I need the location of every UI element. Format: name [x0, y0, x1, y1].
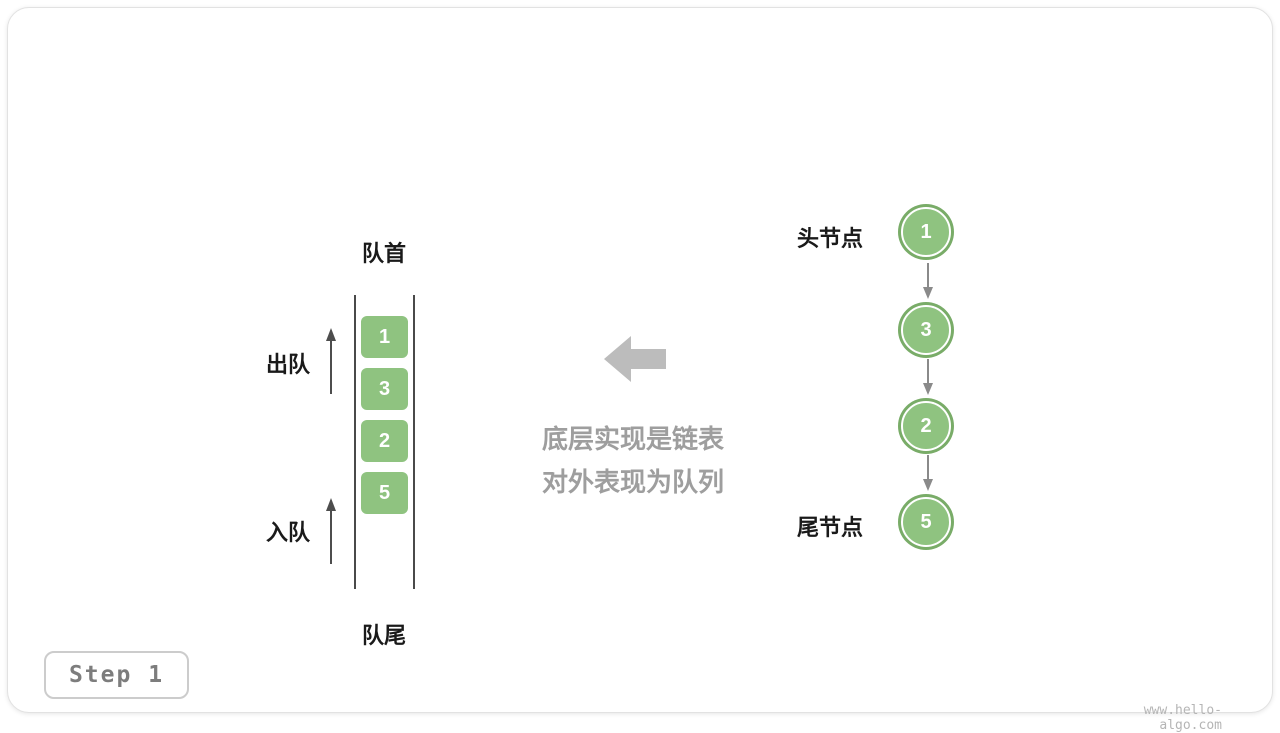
step-badge: Step 1: [44, 651, 189, 699]
queue-item-2: 3: [361, 368, 408, 410]
dequeue-label: 出队: [266, 352, 311, 377]
dequeue-up-arrow-icon: [326, 328, 336, 394]
head-node-label: 头节点: [797, 226, 864, 251]
caption: 底层实现是链表 对外表现为队列: [488, 418, 778, 504]
diagram-card: 队首 1 3 2 5 出队 入队 队尾 底层实现是链表 对外表现为队列 头节点 …: [7, 7, 1273, 733]
link-down-arrow-icon: [923, 455, 933, 491]
left-arrow-icon: [604, 336, 666, 382]
tail-node-label: 尾节点: [797, 515, 864, 540]
watermark: www.hello-algo.com: [1143, 703, 1222, 733]
queue-right-wall: [413, 295, 415, 589]
queue-rear-label: 队尾: [361, 623, 406, 648]
queue-front-label: 队首: [361, 241, 406, 266]
list-node-1: 1: [901, 207, 951, 257]
caption-line2: 对外表现为队列: [541, 467, 724, 497]
queue-item-1: 1: [361, 316, 408, 358]
list-node-4: 5: [901, 497, 951, 547]
link-down-arrow-icon: [923, 263, 933, 299]
caption-line1: 底层实现是链表: [541, 424, 724, 454]
list-node-2: 3: [901, 305, 951, 355]
list-node-3: 2: [901, 401, 951, 451]
queue-left-wall: [354, 295, 356, 589]
enqueue-label: 入队: [266, 520, 311, 545]
link-down-arrow-icon: [923, 359, 933, 395]
queue-item-4: 5: [361, 472, 408, 514]
enqueue-up-arrow-icon: [326, 498, 336, 564]
queue-item-3: 2: [361, 420, 408, 462]
